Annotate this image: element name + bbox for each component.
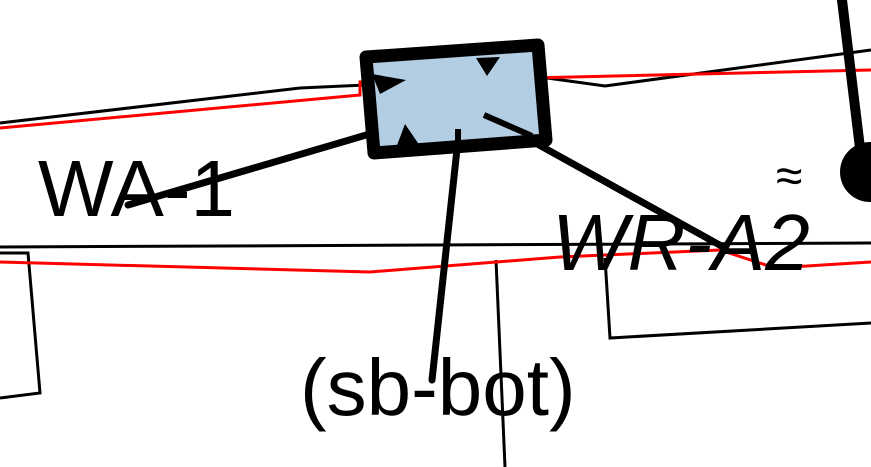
connector-to-wa1 [124,124,394,209]
lower-red-line [0,248,871,274]
box-inner-triangle-top-left [372,74,406,94]
approx-symbol: ≈ [776,150,802,203]
box-inner-triangle-top-right [476,57,500,76]
connector-lines [124,124,729,384]
right-bracket-line [603,257,871,340]
label-sb-bot: (sb-bot) [300,343,576,432]
middle-thin-line [0,241,871,249]
vertical-thin-line [494,259,507,467]
label-wa-1: WA-1 [38,144,235,233]
left-bracket-line [0,251,42,400]
right-thick-line [837,0,865,153]
right-node-dot [840,142,871,202]
switch-box [359,38,553,160]
red-lines [0,68,871,274]
box-inner-stroke-bottom-right [482,112,534,139]
label-wr-a2: WR-A2 [552,198,810,287]
connector-to-sb-bot [428,136,462,384]
box-inner-triangle-bottom-left [396,124,420,148]
switch-box-body [359,38,553,160]
connector-to-wr-a2 [526,136,729,252]
upper-red-line [0,68,871,130]
